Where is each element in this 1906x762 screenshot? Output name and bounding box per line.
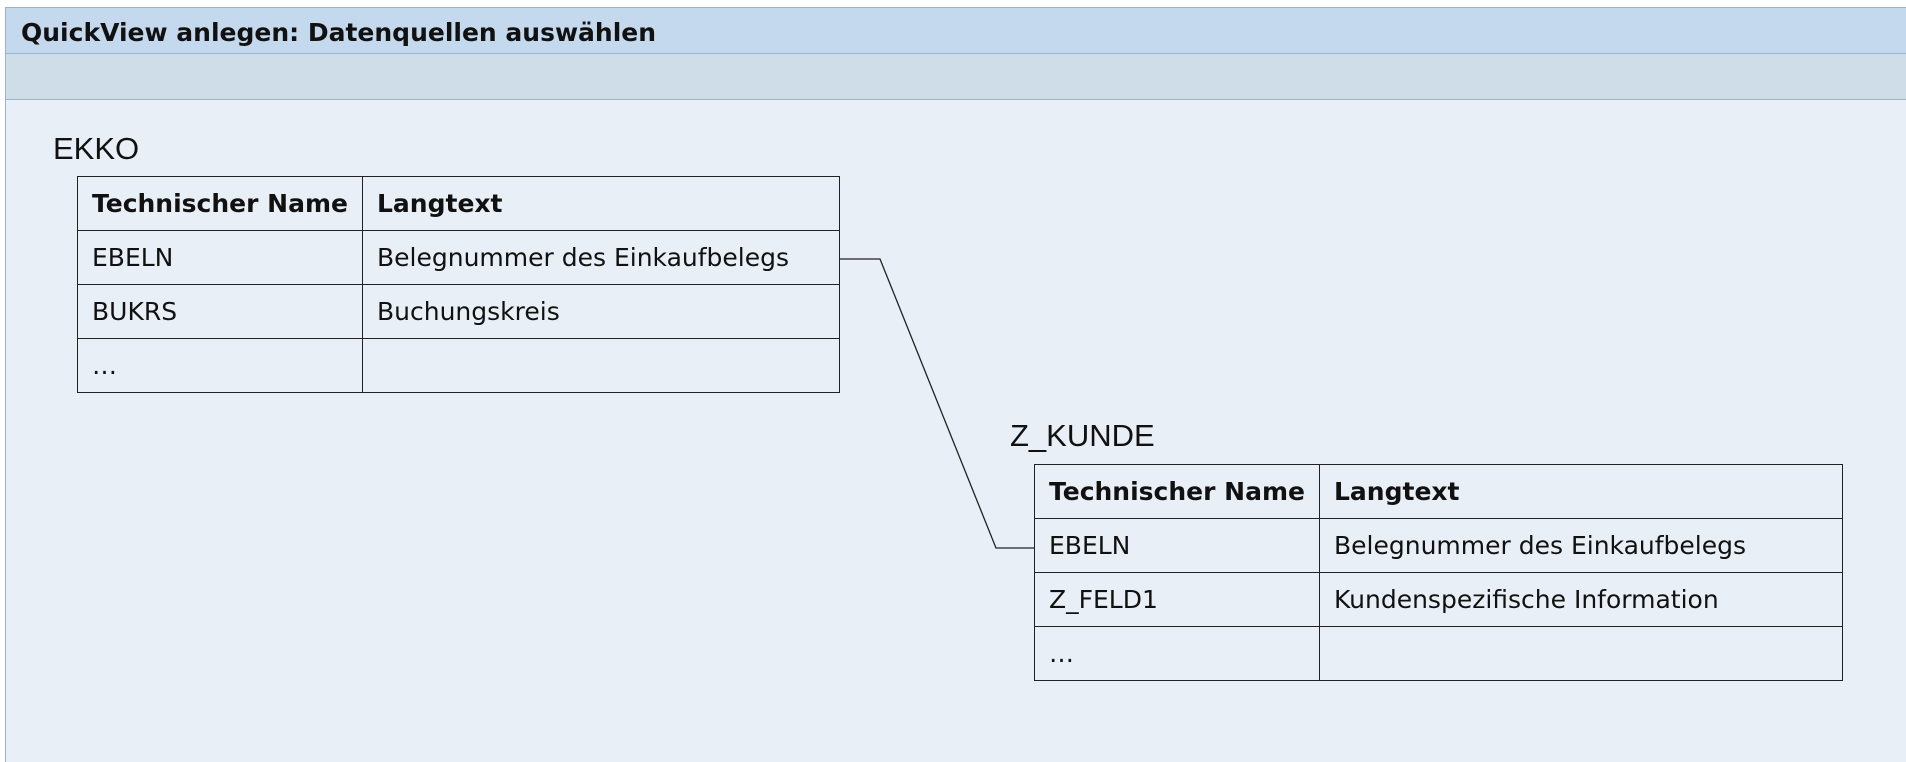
table-header-row: Technischer Name Langtext — [77, 176, 840, 231]
field-long-text: Kundenspezifische Information — [1319, 572, 1843, 627]
source-name-z-kunde: Z_KUNDE — [1010, 418, 1155, 453]
table-row[interactable]: EBELN Belegnummer des Einkaufbelegs — [77, 230, 840, 285]
title-bar: QuickView anlegen: Datenquellen auswähle… — [6, 7, 1906, 54]
source-table-z-kunde[interactable]: Technischer Name Langtext EBELN Belegnum… — [1034, 464, 1843, 681]
window-title: QuickView anlegen: Datenquellen auswähle… — [21, 18, 657, 47]
table-row[interactable]: BUKRS Buchungskreis — [77, 284, 840, 339]
field-technical-name[interactable]: … — [77, 338, 363, 393]
source-table-ekko[interactable]: Technischer Name Langtext EBELN Belegnum… — [77, 176, 840, 393]
field-long-text: Belegnummer des Einkaufbelegs — [1319, 518, 1843, 573]
toolbar — [6, 54, 1906, 100]
field-technical-name[interactable]: Z_FELD1 — [1034, 572, 1320, 627]
field-long-text — [1319, 626, 1843, 681]
table-row[interactable]: … — [1034, 626, 1843, 681]
table-row[interactable]: Z_FELD1 Kundenspezifische Information — [1034, 572, 1843, 627]
field-long-text: Belegnummer des Einkaufbelegs — [362, 230, 840, 285]
column-header-technical-name: Technischer Name — [1034, 464, 1320, 519]
column-header-long-text: Langtext — [1319, 464, 1843, 519]
field-long-text: Buchungskreis — [362, 284, 840, 339]
table-row[interactable]: EBELN Belegnummer des Einkaufbelegs — [1034, 518, 1843, 573]
field-long-text — [362, 338, 840, 393]
field-technical-name[interactable]: EBELN — [77, 230, 363, 285]
table-row[interactable]: … — [77, 338, 840, 393]
column-header-technical-name: Technischer Name — [77, 176, 363, 231]
field-technical-name[interactable]: … — [1034, 626, 1320, 681]
table-header-row: Technischer Name Langtext — [1034, 464, 1843, 519]
field-technical-name[interactable]: EBELN — [1034, 518, 1320, 573]
column-header-long-text: Langtext — [362, 176, 840, 231]
field-technical-name[interactable]: BUKRS — [77, 284, 363, 339]
source-name-ekko: EKKO — [53, 131, 140, 166]
